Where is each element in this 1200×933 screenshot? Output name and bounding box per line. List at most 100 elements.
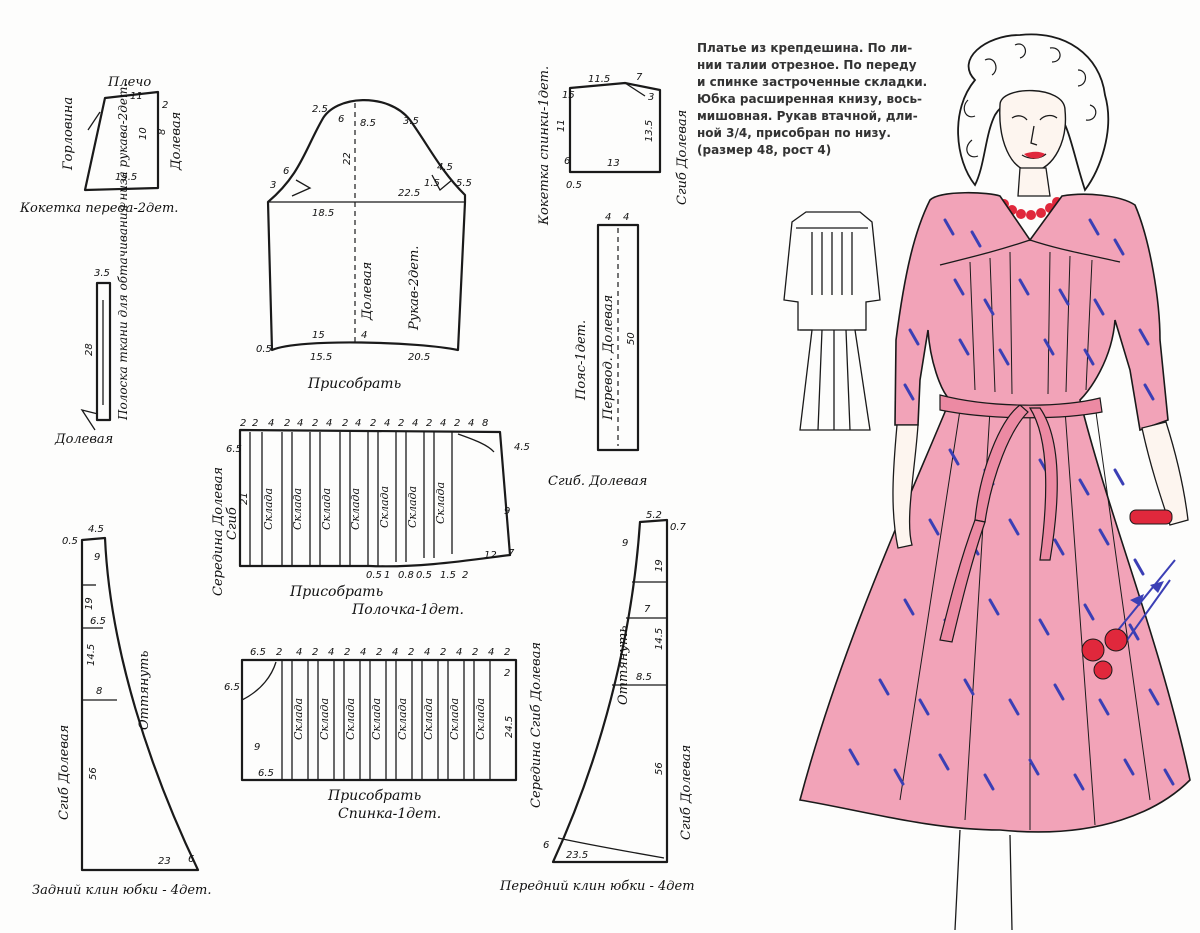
back-yoke-fold-label: Сгиб Долевая [675, 110, 690, 205]
svg-text:2: 2 [398, 418, 404, 429]
svg-text:4: 4 [355, 418, 361, 429]
back-yoke-dim: 15 [562, 90, 575, 101]
svg-text:2: 2 [342, 418, 348, 429]
svg-text:4: 4 [412, 418, 418, 429]
svg-text:2: 2 [370, 418, 376, 429]
svg-text:Склада: Склада [406, 486, 419, 528]
back-skirt-dim: 19 [84, 597, 95, 610]
back-yoke-piece: Кокетка спинки-1дет. Сгиб Долевая 11.5 7… [537, 66, 690, 226]
svg-text:4: 4 [296, 647, 302, 658]
front-yoke-dim: 2 [162, 100, 168, 111]
bodice-back-center-label: Середина Сгиб Долевая [529, 642, 544, 808]
svg-text:Склада: Склада [378, 486, 391, 528]
belt-fold-label: Сгиб. Долевая [548, 474, 647, 489]
front-skirt-dim: 23.5 [566, 850, 588, 861]
svg-text:2: 2 [454, 418, 460, 429]
belt-piece: 4 4 50 Перевод. Долевая Пояс-1дет. Сгиб.… [548, 212, 647, 489]
front-yoke-dim: 8 [157, 129, 168, 135]
svg-text:4: 4 [440, 418, 446, 429]
sleeve-dim: 15 [312, 330, 325, 341]
front-yoke-dim: 10 [138, 127, 149, 140]
description-line: ной 3/4, присобран по низу. [697, 126, 891, 140]
svg-text:2: 2 [312, 418, 318, 429]
bodice-back-top-dims: 6.5 2 4 2 4 2 4 2 4 2 4 2 4 2 4 2 [250, 647, 510, 658]
description-line: Платье из крепдешина. По ли- [697, 41, 913, 55]
svg-text:4: 4 [328, 647, 334, 658]
sleeve-dim: 22 [342, 152, 353, 165]
bodice-front-dim: 8 [482, 418, 488, 429]
figure-hair [957, 33, 1110, 192]
back-yoke-dim: 13 [607, 158, 620, 169]
front-yoke-shoulder-label: Плечо [107, 75, 151, 90]
front-skirt-piece: 5.2 0.7 9 19 7 14.5 8.5 56 6 23.5 Сгиб Д… [499, 510, 695, 894]
back-skirt-caption: Задний клин юбки - 4дет. [32, 883, 211, 898]
front-skirt-dim: 14.5 [654, 628, 665, 650]
svg-text:2: 2 [376, 647, 382, 658]
dress-description: Платье из крепдешина. По ли- нии талии о… [697, 40, 942, 159]
svg-text:Склада: Склада [448, 698, 461, 740]
svg-text:Склада: Склада [344, 698, 357, 740]
sleeve-dim: 5.5 [456, 178, 472, 189]
svg-text:4: 4 [392, 647, 398, 658]
back-yoke-dim: 7 [636, 72, 643, 83]
back-yoke-dim: 3 [648, 92, 654, 103]
description-line: Юбка расширенная книзу, вось- [697, 92, 923, 106]
svg-text:2: 2 [440, 647, 446, 658]
bodice-back-caption: Спинка-1дет. [338, 806, 441, 822]
front-skirt-fold-label: Сгиб Долевая [679, 745, 694, 840]
cuff-strip-piece: 3.5 28 Полоска ткани для обтачивания низ… [54, 83, 130, 447]
cuff-strip-grain-label: Долевая [54, 432, 113, 447]
front-skirt-dim: 8.5 [636, 672, 652, 683]
back-yoke-dim: 0.5 [566, 180, 582, 191]
sleeve-dim: 0.5 [256, 344, 272, 355]
svg-text:Склада: Склада [422, 698, 435, 740]
bodice-back-dim: 6.5 [258, 768, 274, 779]
bodice-front-dim: 4.5 [514, 442, 530, 453]
sleeve-piece: 2.5 6 3.5 8.5 22 6 3 4.5 5.5 1.5 18.5 22… [256, 99, 472, 392]
bodice-front-dim: 1.5 [440, 570, 456, 581]
sleeve-dim: 3.5 [403, 116, 419, 127]
svg-text:6.5: 6.5 [250, 647, 266, 658]
svg-text:Склада: Склада [291, 488, 304, 530]
bodice-back-pleats [281, 660, 491, 780]
belt-dim: 4 [623, 212, 629, 223]
front-yoke-dim: 15.5 [115, 172, 137, 183]
svg-text:Склада: Склада [318, 698, 331, 740]
svg-text:2: 2 [276, 647, 282, 658]
back-skirt-dim: 8 [96, 686, 102, 697]
svg-text:Склада: Склада [370, 698, 383, 740]
bodice-front-dim: 0.8 [398, 570, 414, 581]
bodice-front-dim: 6.5 [226, 444, 242, 455]
bodice-back-pleat-labels: Склада Склада Склада Склада Склада Склад… [292, 698, 487, 740]
front-skirt-dim: 9 [622, 538, 628, 549]
figure-flowers [1081, 559, 1176, 680]
back-skirt-dim: 14.5 [86, 644, 97, 666]
front-skirt-dim: 5.2 [646, 510, 662, 521]
sleeve-dim: 4 [361, 330, 367, 341]
front-yoke-dim: 11 [130, 91, 143, 102]
front-skirt-caption: Передний клин юбки - 4дет [499, 879, 695, 894]
figure-dress [799, 191, 1191, 833]
svg-text:Склада: Склада [474, 698, 487, 740]
back-yoke-dim: 13.5 [644, 120, 655, 142]
sleeve-dim: 3 [270, 180, 276, 191]
back-yoke-dim: 11.5 [588, 74, 610, 85]
sleeve-dim: 6 [283, 166, 289, 177]
belt-dim: 50 [626, 332, 637, 345]
front-yoke-grain-label: Долевая [169, 112, 184, 171]
front-yoke-caption: Кокетка переда-2дет. [19, 201, 178, 216]
bodice-back-dim: 24.5 [504, 716, 515, 738]
bodice-front-dim: 0.5 [416, 570, 432, 581]
svg-text:Склада: Склада [349, 488, 362, 530]
belt-dim: 4 [605, 212, 611, 223]
back-skirt-dim: 0.5 [62, 536, 78, 547]
sleeve-dim: 4.5 [437, 162, 453, 173]
sleeve-dim: 1.5 [424, 178, 440, 189]
back-skirt-dim: 56 [88, 767, 99, 780]
svg-text:2: 2 [504, 647, 510, 658]
sleeve-dim: 8.5 [360, 118, 376, 129]
svg-text:2: 2 [284, 418, 290, 429]
svg-text:4: 4 [424, 647, 430, 658]
